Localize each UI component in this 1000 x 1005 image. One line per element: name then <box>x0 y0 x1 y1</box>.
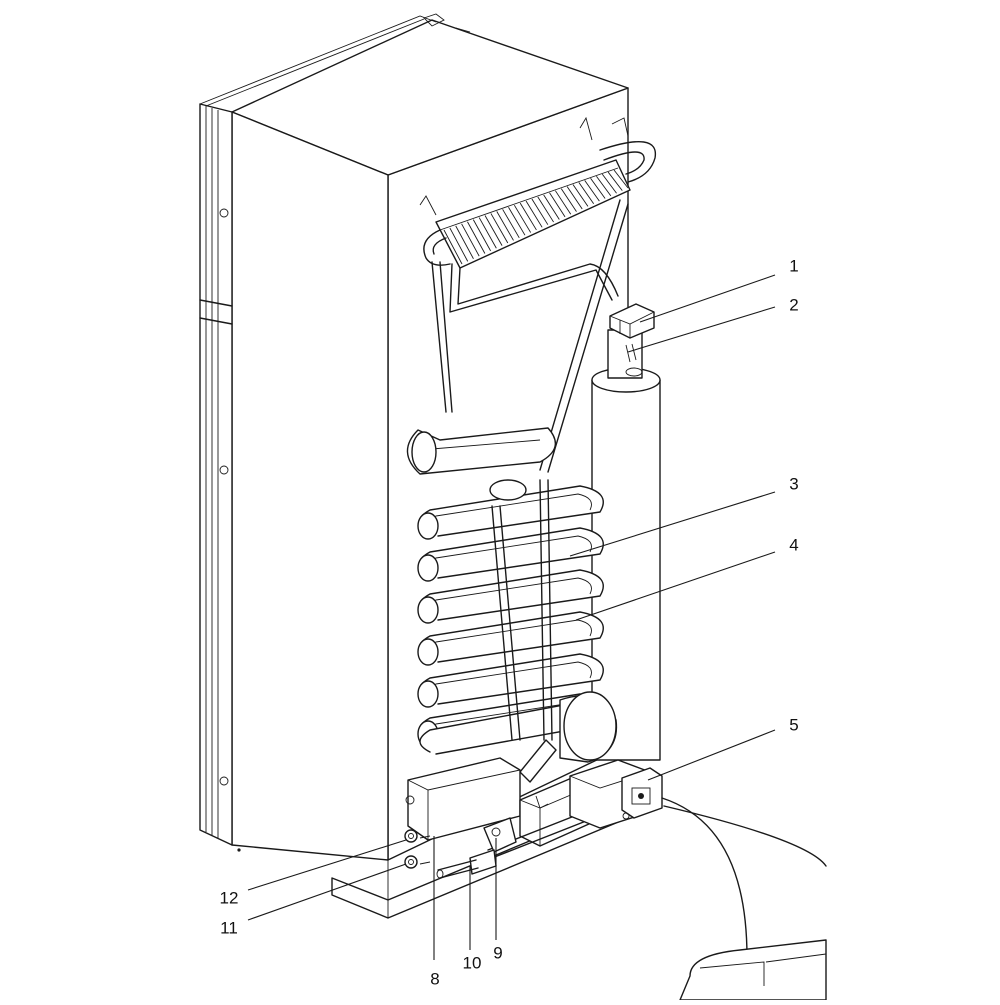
absorber-vessel <box>519 691 618 783</box>
callout-1: 1 <box>789 256 799 276</box>
callout-4: 4 <box>789 535 799 555</box>
boiler-cylinder <box>591 303 661 761</box>
cabinet <box>199 13 653 919</box>
coil-pipes <box>489 479 553 741</box>
condenser-pipes <box>431 199 629 473</box>
base-channel <box>569 759 663 829</box>
callout-11: 11 <box>220 918 238 938</box>
callout-2: 2 <box>789 295 799 315</box>
callout-8: 8 <box>430 969 440 989</box>
callout-5: 5 <box>789 715 799 735</box>
callout-10: 10 <box>462 953 482 973</box>
absorber-coil <box>417 485 604 755</box>
leader-lines <box>247 274 776 960</box>
callout-12: 12 <box>219 888 239 908</box>
callout-3: 3 <box>789 474 799 494</box>
cable-and-control <box>661 797 827 1001</box>
ignition-parts <box>404 817 517 879</box>
callout-9: 9 <box>493 943 503 963</box>
u-pipe <box>406 427 557 475</box>
condenser-fins <box>419 116 657 269</box>
